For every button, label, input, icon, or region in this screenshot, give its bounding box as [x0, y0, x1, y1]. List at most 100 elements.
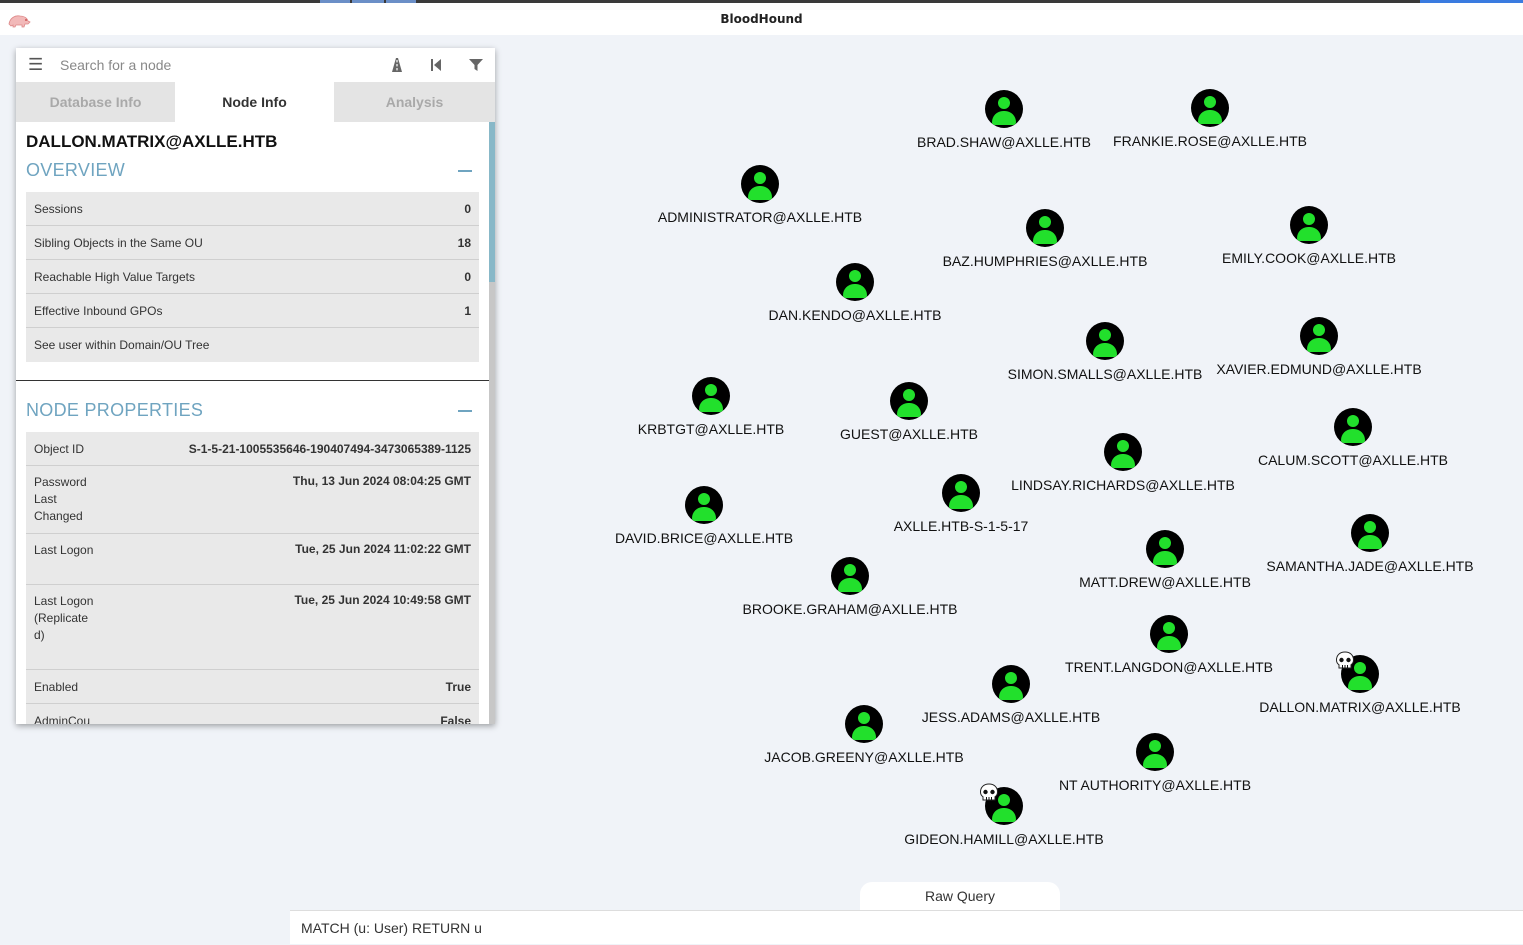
- user-icon-head: [1149, 740, 1161, 752]
- user-icon-body: [699, 398, 723, 412]
- user-icon-body: [1307, 338, 1331, 352]
- row-key: Reachable High Value Targets: [34, 270, 195, 284]
- property-row: AdminCou False: [26, 704, 479, 724]
- user-icon[interactable]: [845, 705, 883, 743]
- user-icon[interactable]: [1136, 733, 1174, 771]
- user-icon[interactable]: [1150, 615, 1188, 653]
- user-icon[interactable]: [831, 557, 869, 595]
- graph-node-label: NT AUTHORITY@AXLLE.HTB: [1058, 777, 1252, 793]
- collapse-icon[interactable]: [458, 410, 472, 412]
- tab-node-info[interactable]: Node Info: [175, 82, 334, 122]
- user-icon-body: [852, 726, 876, 740]
- user-icon[interactable]: [1290, 206, 1328, 244]
- user-icon-head: [955, 481, 967, 493]
- user-icon[interactable]: [1191, 89, 1229, 127]
- user-icon[interactable]: [1146, 530, 1184, 568]
- user-icon[interactable]: [942, 474, 980, 512]
- menu-icon[interactable]: ☰: [28, 55, 44, 74]
- user-icon-body: [1143, 754, 1167, 768]
- user-icon[interactable]: [1086, 322, 1124, 360]
- user-icon[interactable]: [685, 486, 723, 524]
- graph-node-label: DAN.KENDO@AXLLE.HTB: [768, 307, 942, 323]
- overview-row[interactable]: Sibling Objects in the Same OU 18: [26, 226, 479, 260]
- user-icon-body: [692, 507, 716, 521]
- tab-database-info[interactable]: Database Info: [16, 82, 175, 122]
- user-icon-body: [1033, 230, 1057, 244]
- graph-node-label: AXLLE.HTB-S-1-5-17: [893, 518, 1029, 534]
- row-value[interactable]: False: [440, 714, 471, 724]
- overview-header[interactable]: OVERVIEW: [26, 160, 126, 180]
- graph-node-label: BROOKE.GRAHAM@AXLLE.HTB: [742, 601, 958, 617]
- taskbar-indicator: [352, 0, 384, 3]
- graph-node-label: SAMANTHA.JADE@AXLLE.HTB: [1266, 558, 1474, 574]
- graph-node-label: SIMON.SMALLS@AXLLE.HTB: [1007, 366, 1203, 382]
- node-info-panel: ☰ Database Info Node Info Analysis DALLO…: [16, 48, 495, 724]
- row-key: Object ID: [34, 442, 85, 456]
- user-icon[interactable]: [1351, 514, 1389, 552]
- raw-query-toggle[interactable]: Raw Query: [860, 882, 1060, 910]
- skull-icon: [1335, 651, 1355, 669]
- raw-query-input[interactable]: [301, 918, 1201, 938]
- overview-row[interactable]: Sessions 0: [26, 192, 479, 226]
- user-icon[interactable]: [1026, 209, 1064, 247]
- row-key: Last Logon (Replicated): [34, 594, 94, 642]
- graph-node-label: JACOB.GREENY@AXLLE.HTB: [764, 749, 964, 765]
- panel-tabs: Database Info Node Info Analysis: [16, 82, 495, 122]
- row-key: Sessions: [34, 202, 83, 216]
- user-icon-head: [1163, 622, 1175, 634]
- properties-table: Object ID S-1-5-21-1005535646-190407494-…: [26, 432, 479, 724]
- tab-analysis[interactable]: Analysis: [334, 82, 495, 122]
- user-icon[interactable]: [992, 665, 1030, 703]
- user-icon-body: [992, 808, 1016, 822]
- back-icon[interactable]: [427, 56, 445, 74]
- user-icon-head: [998, 97, 1010, 109]
- row-key: Password Last Changed: [34, 475, 87, 523]
- see-user-in-tree-link[interactable]: See user within Domain/OU Tree: [26, 328, 479, 362]
- user-icon-head: [1313, 324, 1325, 336]
- user-icon[interactable]: [1300, 317, 1338, 355]
- row-value[interactable]: Tue, 25 Jun 2024 11:02:22 GMT: [295, 542, 471, 556]
- collapse-icon[interactable]: [458, 170, 472, 172]
- user-icon-body: [1348, 676, 1372, 690]
- search-input[interactable]: [60, 54, 360, 76]
- node-name: DALLON.MATRIX@AXLLE.HTB: [26, 132, 278, 151]
- graph-node-label: EMILY.COOK@AXLLE.HTB: [1222, 250, 1396, 266]
- graph-node-label: BRAD.SHAW@AXLLE.HTB: [917, 134, 1091, 150]
- scrollbar-thumb[interactable]: [489, 122, 495, 282]
- user-icon-body: [838, 578, 862, 592]
- user-icon-body: [999, 686, 1023, 700]
- graph-node-label: LINDSAY.RICHARDS@AXLLE.HTB: [1011, 477, 1235, 493]
- row-value[interactable]: Tue, 25 Jun 2024 10:49:58 GMT: [294, 593, 471, 607]
- user-icon-body: [1093, 343, 1117, 357]
- node-properties-header[interactable]: NODE PROPERTIES: [26, 400, 204, 420]
- graph-node-label: ADMINISTRATOR@AXLLE.HTB: [657, 209, 863, 225]
- row-value[interactable]: Thu, 13 Jun 2024 08:04:25 GMT: [292, 474, 471, 488]
- scrollbar[interactable]: [489, 122, 495, 724]
- row-value: 0: [464, 202, 471, 216]
- pathfinding-icon[interactable]: [388, 56, 406, 74]
- row-value[interactable]: S-1-5-21-1005535646-190407494-3473065389…: [188, 442, 471, 456]
- user-icon[interactable]: [1104, 433, 1142, 471]
- user-icon-head: [858, 712, 870, 724]
- user-icon[interactable]: [890, 382, 928, 420]
- user-icon-head: [1117, 440, 1129, 452]
- row-key: Sibling Objects in the Same OU: [34, 236, 203, 250]
- user-icon-body: [748, 186, 772, 200]
- graph-node-label: JESS.ADAMS@AXLLE.HTB: [921, 709, 1101, 725]
- user-icon[interactable]: [1334, 408, 1372, 446]
- overview-table: Sessions 0 Sibling Objects in the Same O…: [26, 192, 479, 362]
- graph-node-label: GIDEON.HAMILL@AXLLE.HTB: [904, 831, 1104, 847]
- row-value[interactable]: True: [445, 680, 471, 694]
- property-row: Last Logon (Replicated) Tue, 25 Jun 2024…: [26, 585, 479, 670]
- property-row: Last Logon Tue, 25 Jun 2024 11:02:22 GMT: [26, 534, 479, 585]
- user-icon[interactable]: [692, 377, 730, 415]
- panel-content: DALLON.MATRIX@AXLLE.HTB OVERVIEW Session…: [16, 122, 495, 724]
- user-icon[interactable]: [985, 90, 1023, 128]
- overview-row[interactable]: Effective Inbound GPOs 1: [26, 294, 479, 328]
- user-icon[interactable]: [741, 165, 779, 203]
- user-icon-body: [1358, 535, 1382, 549]
- overview-row[interactable]: Reachable High Value Targets 0: [26, 260, 479, 294]
- filter-icon[interactable]: [467, 56, 485, 74]
- user-icon[interactable]: [836, 263, 874, 301]
